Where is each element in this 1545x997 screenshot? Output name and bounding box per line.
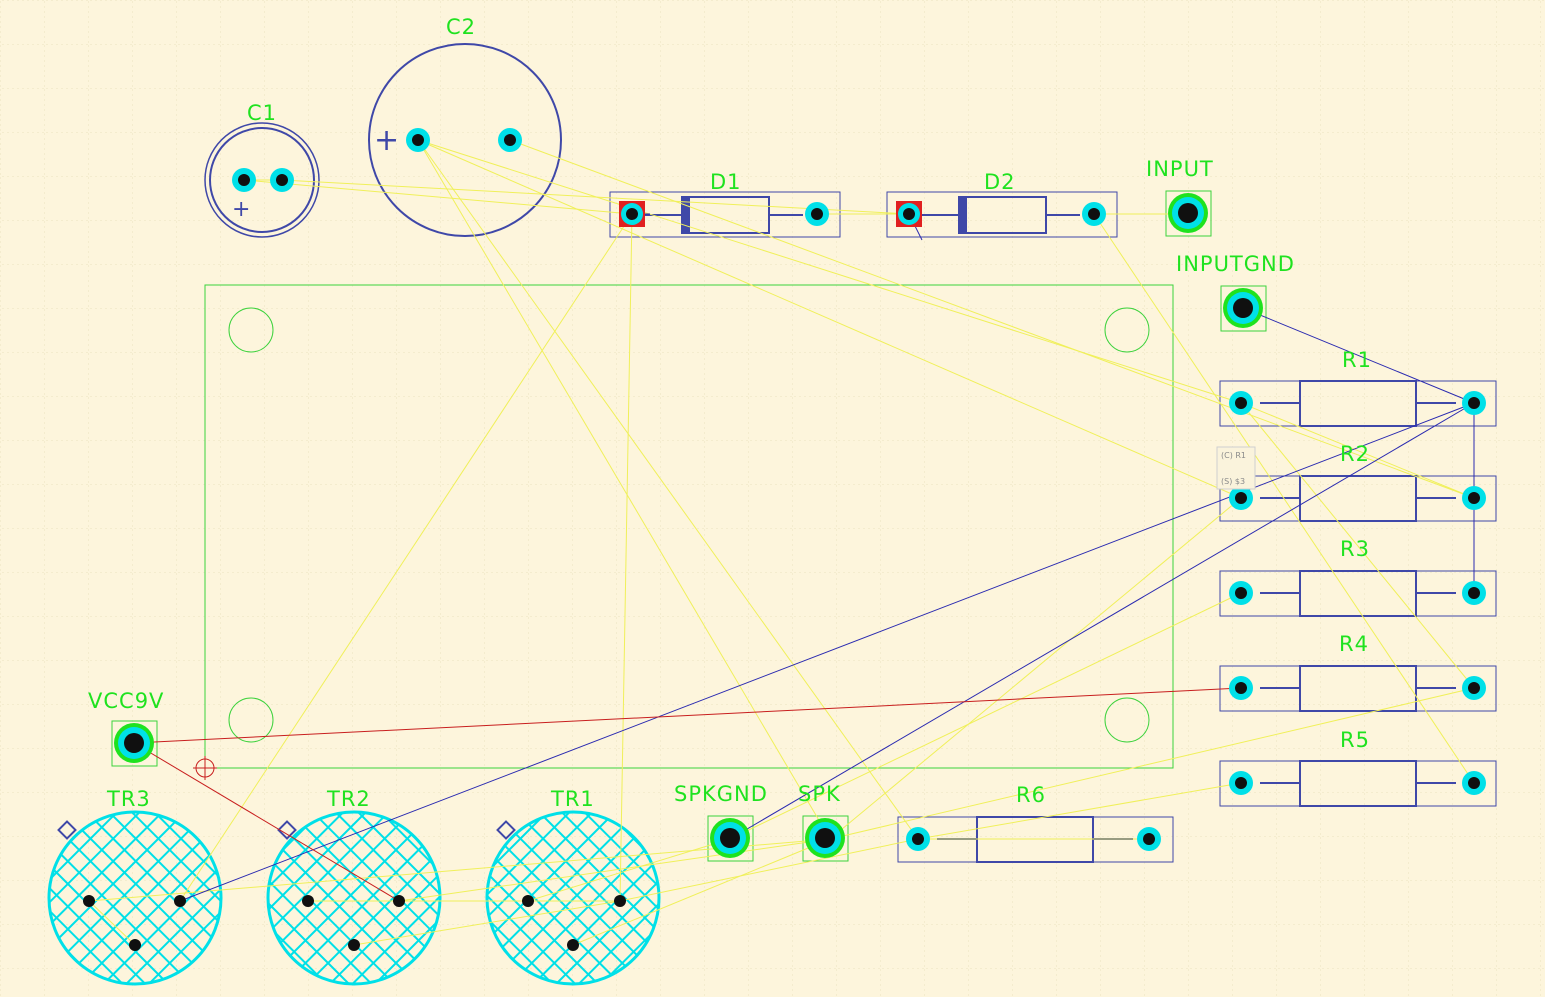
pin1-marker-icon: [277, 820, 297, 840]
tr1-label: TR1: [550, 787, 595, 811]
spk-footprint[interactable]: [802, 815, 849, 862]
input-label: INPUT: [1146, 157, 1214, 181]
origin-marker-icon: [193, 756, 217, 780]
spkgnd-label: SPKGND: [674, 782, 768, 806]
tracks: [133, 213, 1475, 902]
tr1-footprint[interactable]: [485, 810, 661, 986]
pin1-marker-icon: [57, 820, 77, 840]
pads: [83, 128, 1486, 951]
c2-label: C2: [446, 15, 476, 39]
inputgnd-label: INPUTGND: [1176, 252, 1295, 276]
c2-footprint[interactable]: [368, 43, 562, 237]
vcc9v-footprint[interactable]: [111, 720, 158, 767]
d2-label: D2: [984, 170, 1016, 194]
d1-label: D1: [710, 170, 742, 194]
ratsnest: [88, 139, 1475, 946]
mounting-hole-icon: [1104, 697, 1150, 743]
mounting-hole-icon: [228, 307, 274, 353]
inputgnd-footprint[interactable]: [1220, 285, 1267, 332]
tooltip-component: (C) R1: [1221, 451, 1246, 460]
mounting-hole-icon: [228, 697, 274, 743]
tooltip-net: (S) $3: [1221, 477, 1245, 486]
tr2-footprint[interactable]: [266, 810, 442, 986]
tr3-label: TR3: [106, 787, 151, 811]
board-outline: [204, 284, 1174, 769]
r4-footprint[interactable]: [1219, 665, 1497, 712]
r5-footprint[interactable]: [1219, 760, 1497, 807]
r5-label: R5: [1340, 728, 1370, 752]
hover-tooltip: (C) R1 (S) $3: [1216, 446, 1256, 490]
pin1-marker-icon: [496, 820, 516, 840]
r6-label: R6: [1016, 783, 1046, 807]
r4-label: R4: [1339, 632, 1369, 656]
mounting-hole-icon: [1104, 307, 1150, 353]
r3-label: R3: [1340, 537, 1370, 561]
r3-footprint[interactable]: [1219, 570, 1497, 617]
spkgnd-footprint[interactable]: [707, 815, 754, 862]
c2-plus-mark: +: [374, 123, 399, 158]
tr3-footprint[interactable]: [47, 810, 223, 986]
tr2-label: TR2: [326, 787, 371, 811]
r2-label: R2: [1340, 442, 1370, 466]
spk-label: SPK: [798, 782, 841, 806]
c1-footprint[interactable]: [204, 122, 320, 238]
c1-label: C1: [247, 101, 277, 125]
r2-footprint[interactable]: [1219, 475, 1497, 522]
c1-plus-mark: +: [232, 197, 250, 222]
r1-label: R1: [1342, 348, 1372, 372]
vcc9v-label: VCC9V: [88, 689, 164, 713]
